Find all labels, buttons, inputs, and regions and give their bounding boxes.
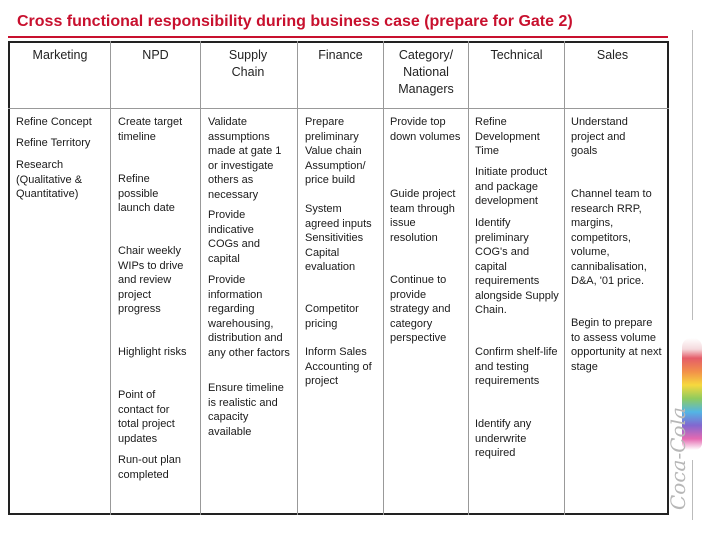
marketing-item: Refine Concept (16, 116, 92, 128)
slide-title: Cross functional responsibility during b… (17, 13, 573, 30)
technical-item: Identify preliminary COG's and capital r… (475, 217, 559, 316)
finance-item: Competitor pricing (305, 303, 359, 330)
header-divider (8, 108, 669, 109)
header-npd: NPD (142, 48, 169, 62)
supply-chain-item: Ensure timeline is realistic and capacit… (208, 382, 284, 438)
column-divider (564, 41, 565, 515)
coca-cola-bottle-icon (682, 338, 702, 450)
column-divider (297, 41, 298, 515)
column-divider (110, 41, 111, 515)
category-item: Continue to provide strategy and categor… (390, 274, 451, 344)
npd-item: Run-out plan completed (118, 454, 181, 481)
header-supply-chain: Supply Chain (228, 48, 268, 79)
npd-item: Refine possible launch date (118, 173, 175, 214)
header-technical: Technical (490, 48, 543, 62)
npd-item: Create target timeline (118, 116, 183, 143)
header-finance: Finance (318, 48, 363, 62)
brand-strip: Coca-Cola (666, 30, 720, 530)
sales-item: Understand project and goals (571, 116, 628, 157)
technical-item: Confirm shelf-life and testing requireme… (475, 346, 558, 387)
npd-item: Chair weekly WIPs to drive and review pr… (118, 245, 184, 315)
title-underline (8, 36, 668, 38)
supply-chain-item: Provide information regarding warehousin… (208, 274, 290, 359)
supply-chain-item: Validate assumptions made at gate 1 or i… (208, 116, 282, 201)
finance-item: Inform Sales Accounting of project (305, 346, 372, 387)
column-divider (200, 41, 201, 515)
column-divider (383, 41, 384, 515)
coca-cola-logo: Coca-Cola (666, 407, 690, 510)
finance-item: Prepare preliminary Value chain Assumpti… (305, 116, 366, 186)
npd-item: Point of contact for total project updat… (118, 389, 175, 445)
npd-item: Highlight risks (118, 346, 187, 358)
brand-divider (692, 30, 693, 320)
technical-item: Initiate product and package development (475, 166, 548, 207)
technical-item: Identify any underwrite required (475, 418, 532, 459)
category-item: Provide top down volumes (390, 116, 461, 143)
marketing-item: Refine Territory (16, 137, 91, 149)
sales-item: Begin to prepare to assess volume opport… (571, 317, 662, 373)
header-marketing: Marketing (32, 48, 88, 62)
marketing-item: Research (Qualitative & Quantitative) (16, 159, 83, 200)
responsibility-table (8, 41, 669, 515)
header-category: Category/ National Managers (398, 48, 454, 96)
header-sales: Sales (596, 48, 629, 62)
brand-divider (692, 460, 693, 520)
finance-item: System agreed inputs Sensitivities Capit… (305, 203, 372, 273)
category-item: Guide project team through issue resolut… (390, 188, 456, 244)
column-divider (468, 41, 469, 515)
technical-item: Refine Development Time (475, 116, 540, 157)
sales-item: Channel team to research RRP, margins, c… (571, 188, 652, 287)
supply-chain-item: Provide indicative COGs and capital (208, 209, 260, 265)
